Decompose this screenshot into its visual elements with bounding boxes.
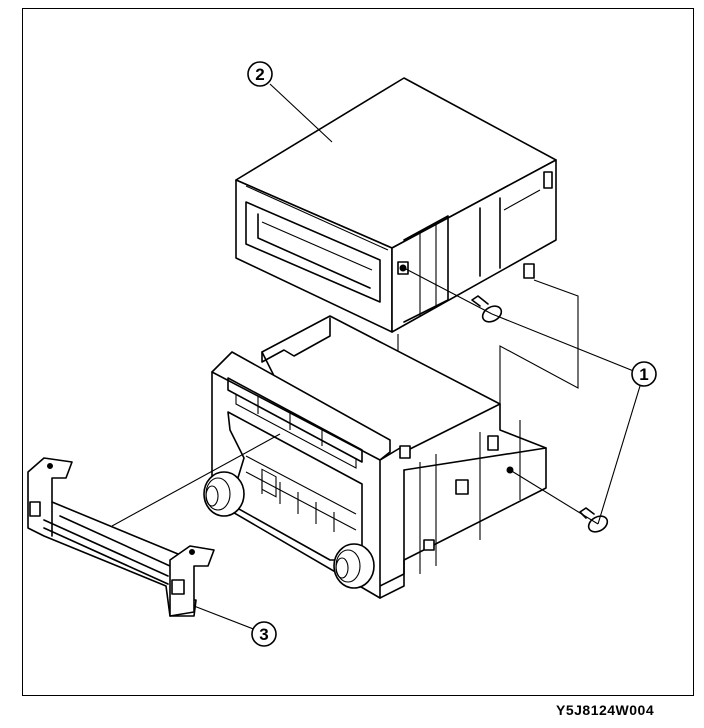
callout-2: 2 bbox=[247, 61, 273, 87]
audio-unit bbox=[203, 315, 547, 599]
callout-leaders bbox=[111, 83, 641, 631]
tuning-knob bbox=[333, 543, 375, 589]
screw-upper bbox=[471, 295, 503, 323]
callout-3-label: 3 bbox=[259, 625, 268, 644]
cd-changer-unit bbox=[235, 77, 557, 333]
screw-lower bbox=[579, 507, 609, 533]
cd-unit-side-face bbox=[391, 159, 557, 333]
callout-2-label: 2 bbox=[255, 65, 264, 84]
callout-1: 1 bbox=[631, 361, 657, 387]
diagram-frame bbox=[22, 8, 694, 696]
volume-knob bbox=[203, 471, 245, 517]
figure-code: Y5J8124W004 bbox=[556, 702, 655, 718]
front-bezel bbox=[211, 351, 391, 599]
callout-3: 3 bbox=[251, 621, 277, 647]
mounting-bracket bbox=[27, 457, 215, 617]
cd-slot-panel bbox=[245, 201, 381, 303]
callout-1-label: 1 bbox=[639, 365, 648, 384]
